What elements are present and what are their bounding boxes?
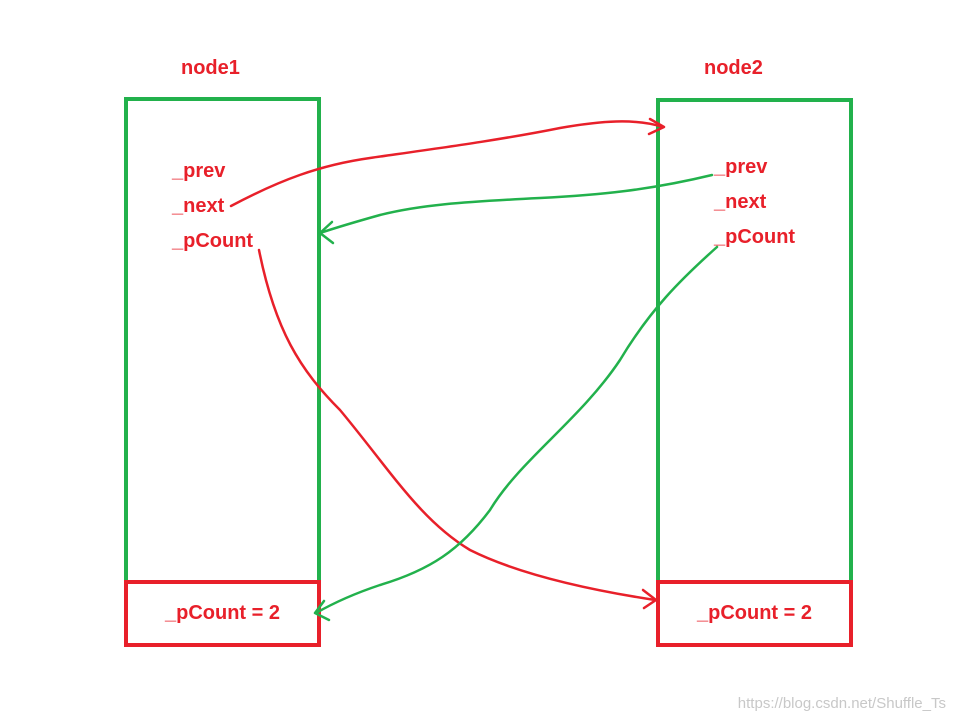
- node2-count-box: _pCount = 2: [656, 580, 853, 647]
- node1-next-field: _next: [172, 195, 225, 217]
- arrow-node2-pcount-head-icon: [313, 599, 331, 622]
- arrow-node2-pcount-to-node1-count: [314, 245, 719, 615]
- arrow-node1-next-to-node2: [229, 120, 665, 208]
- watermark: https://blog.csdn.net/Shuffle_Ts: [737, 695, 946, 712]
- node2-pcount-field: _pCount: [714, 226, 796, 248]
- node2-prev-field: _prev: [714, 156, 768, 178]
- arrow-node2-prev-to-node1: [318, 173, 714, 235]
- node1-prev-field: _prev: [172, 160, 226, 182]
- node1-title: node1: [181, 57, 240, 79]
- arrow-node1-pcount-to-node2-count: [257, 248, 657, 602]
- arrow-node1-next-head-icon: [647, 117, 666, 136]
- arrow-node1-pcount-head-icon: [641, 588, 658, 610]
- node2-title: node2: [704, 57, 763, 79]
- arrow-node2-prev-head-icon: [318, 220, 335, 245]
- node2-next-field: _next: [714, 191, 767, 213]
- node1-pcount-field: _pCount: [172, 230, 254, 252]
- node2-count-label: _pCount = 2: [696, 602, 812, 624]
- node1-count-label: _pCount = 2: [164, 602, 280, 624]
- node1-count-box: _pCount = 2: [124, 580, 321, 647]
